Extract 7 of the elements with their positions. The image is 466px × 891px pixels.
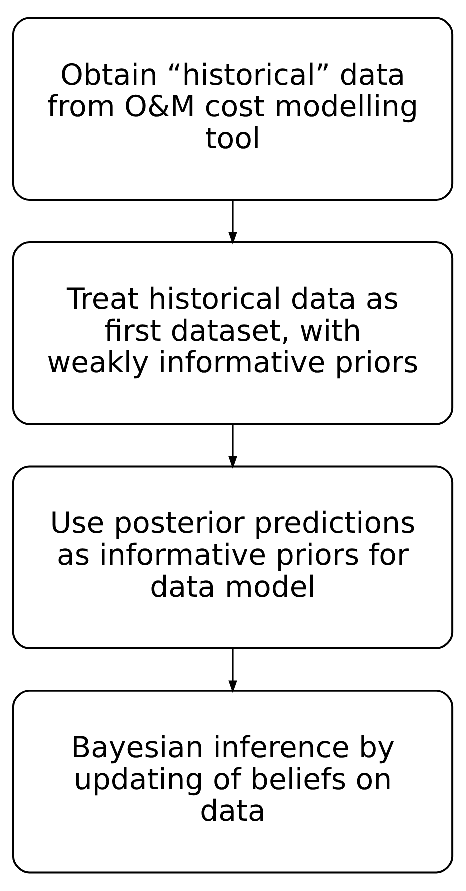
node-box: Bayesian inference by updating of beliefs on data [12,690,454,874]
node-box: Use posterior predictions as informative priors for data model [12,466,454,650]
arrow [228,200,238,245]
arrow [228,424,238,470]
node-box: Treat historical data as first dataset, with weakly informative priors [12,242,454,426]
arrow [228,649,238,694]
node-box: Obtain “historical” data from O&M cost modelling tool [12,17,454,202]
